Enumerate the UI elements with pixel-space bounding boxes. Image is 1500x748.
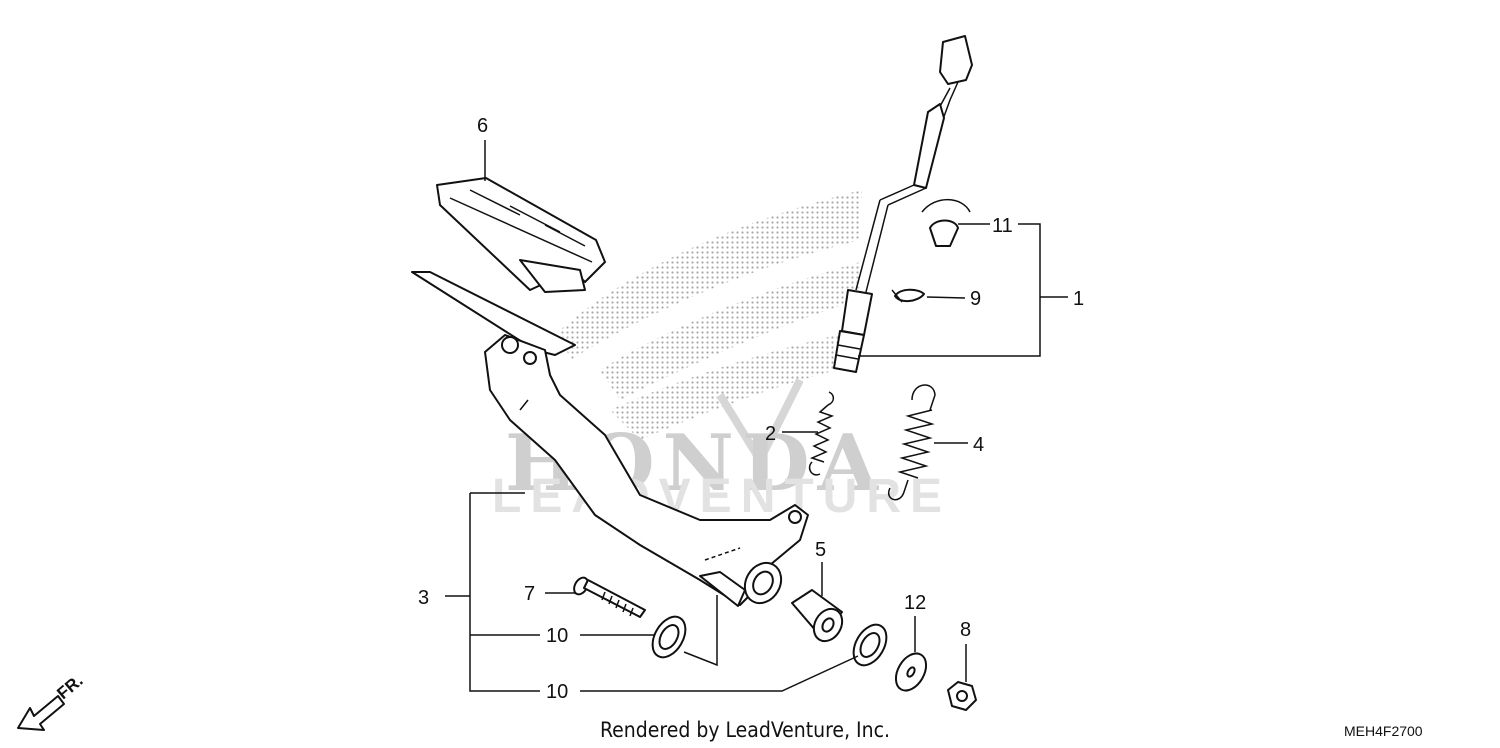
collar-5: [791, 589, 844, 643]
callout-4: 4: [973, 434, 984, 456]
front-direction-arrow: FR.: [17, 671, 87, 731]
brake-pedal-pad: [436, 177, 606, 293]
clip-9: [891, 288, 925, 303]
callout-10-lower: 10: [546, 681, 568, 703]
watermark-vendor: LEADVENTURE: [492, 470, 951, 523]
footer-credit: Rendered by LeadVenture, Inc.: [600, 718, 890, 742]
callouts: 6 11 9 1 2 4 5 3 7 12 8 10 10: [418, 115, 1084, 703]
dust-seal-10-right: [852, 623, 888, 667]
callout-11: 11: [992, 215, 1013, 237]
callout-6: 6: [477, 115, 488, 137]
callout-1: 1: [1073, 288, 1084, 310]
dust-seal-10-left: [651, 615, 687, 659]
band-clip-11: [921, 198, 971, 247]
pedal-pivot-boss: [743, 561, 783, 605]
callout-12: 12: [904, 592, 926, 614]
diagram-code: MEH4F2700: [1344, 723, 1423, 739]
callout-2: 2: [765, 423, 776, 445]
callout-10-upper: 10: [546, 625, 568, 647]
washer-12: [894, 652, 928, 692]
callout-3: 3: [418, 587, 429, 609]
nut-8: [947, 681, 977, 711]
spring-4: [887, 384, 936, 501]
brake-pedal-arm: [411, 271, 809, 607]
leader-lines: [445, 140, 1068, 692]
callout-5: 5: [815, 539, 826, 561]
bolt-7: [573, 576, 646, 618]
brake-light-switch-1: [833, 35, 973, 373]
callout-8: 8: [960, 619, 971, 641]
callout-7: 7: [524, 583, 535, 605]
callout-9: 9: [970, 288, 981, 310]
spring-2: [808, 391, 835, 476]
